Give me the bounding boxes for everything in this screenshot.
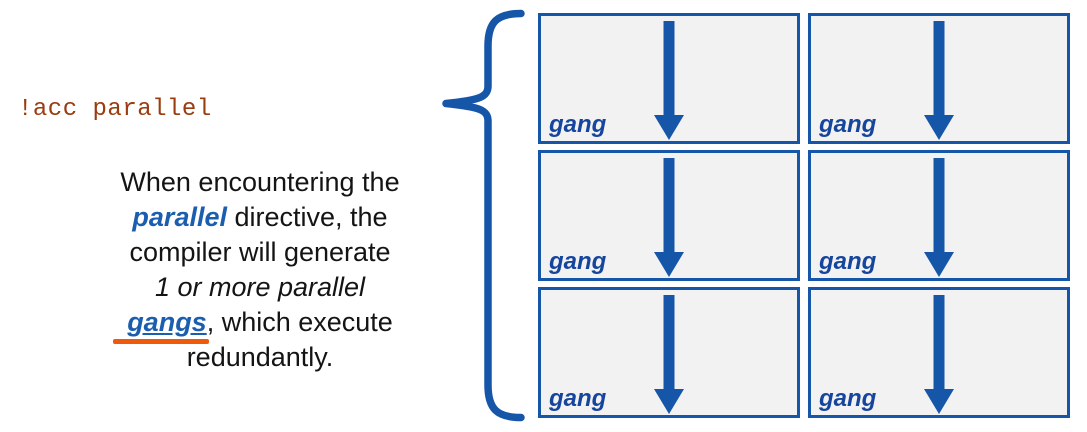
gang-grid: gang gang gang gang gang	[538, 13, 1070, 418]
down-arrow-icon	[924, 158, 954, 277]
gang-label: gang	[819, 385, 877, 412]
paragraph-line1: When encountering the	[120, 167, 400, 197]
gang-label: gang	[549, 111, 607, 138]
down-arrow-icon	[924, 21, 954, 140]
code-directive-label: !acc parallel	[18, 96, 212, 123]
gang-label: gang	[819, 111, 877, 138]
paragraph-line6: redundantly.	[186, 342, 334, 372]
paragraph-line2-rest: directive, the	[226, 202, 388, 232]
gang-label: gang	[549, 385, 607, 412]
down-arrow-icon	[654, 21, 684, 140]
down-arrow-icon	[654, 295, 684, 414]
gang-box-5: gang	[538, 287, 800, 418]
down-arrow-icon	[924, 295, 954, 414]
gang-box-6: gang	[808, 287, 1070, 418]
paragraph-line4: 1 or more parallel	[154, 272, 366, 302]
gang-box-2: gang	[808, 13, 1070, 144]
gang-box-3: gang	[538, 150, 800, 281]
down-arrow-icon	[654, 158, 684, 277]
gang-box-4: gang	[808, 150, 1070, 281]
paragraph-line5-rest: , which execute	[206, 307, 393, 337]
gang-box-1: gang	[538, 13, 800, 144]
keyword-parallel: parallel	[132, 202, 227, 232]
paragraph-line3: compiler will generate	[129, 237, 391, 267]
explanation-paragraph: When encountering the parallel directive…	[58, 165, 462, 375]
keyword-gangs: gangs	[127, 307, 207, 337]
gang-label: gang	[549, 248, 607, 275]
gang-label: gang	[819, 248, 877, 275]
